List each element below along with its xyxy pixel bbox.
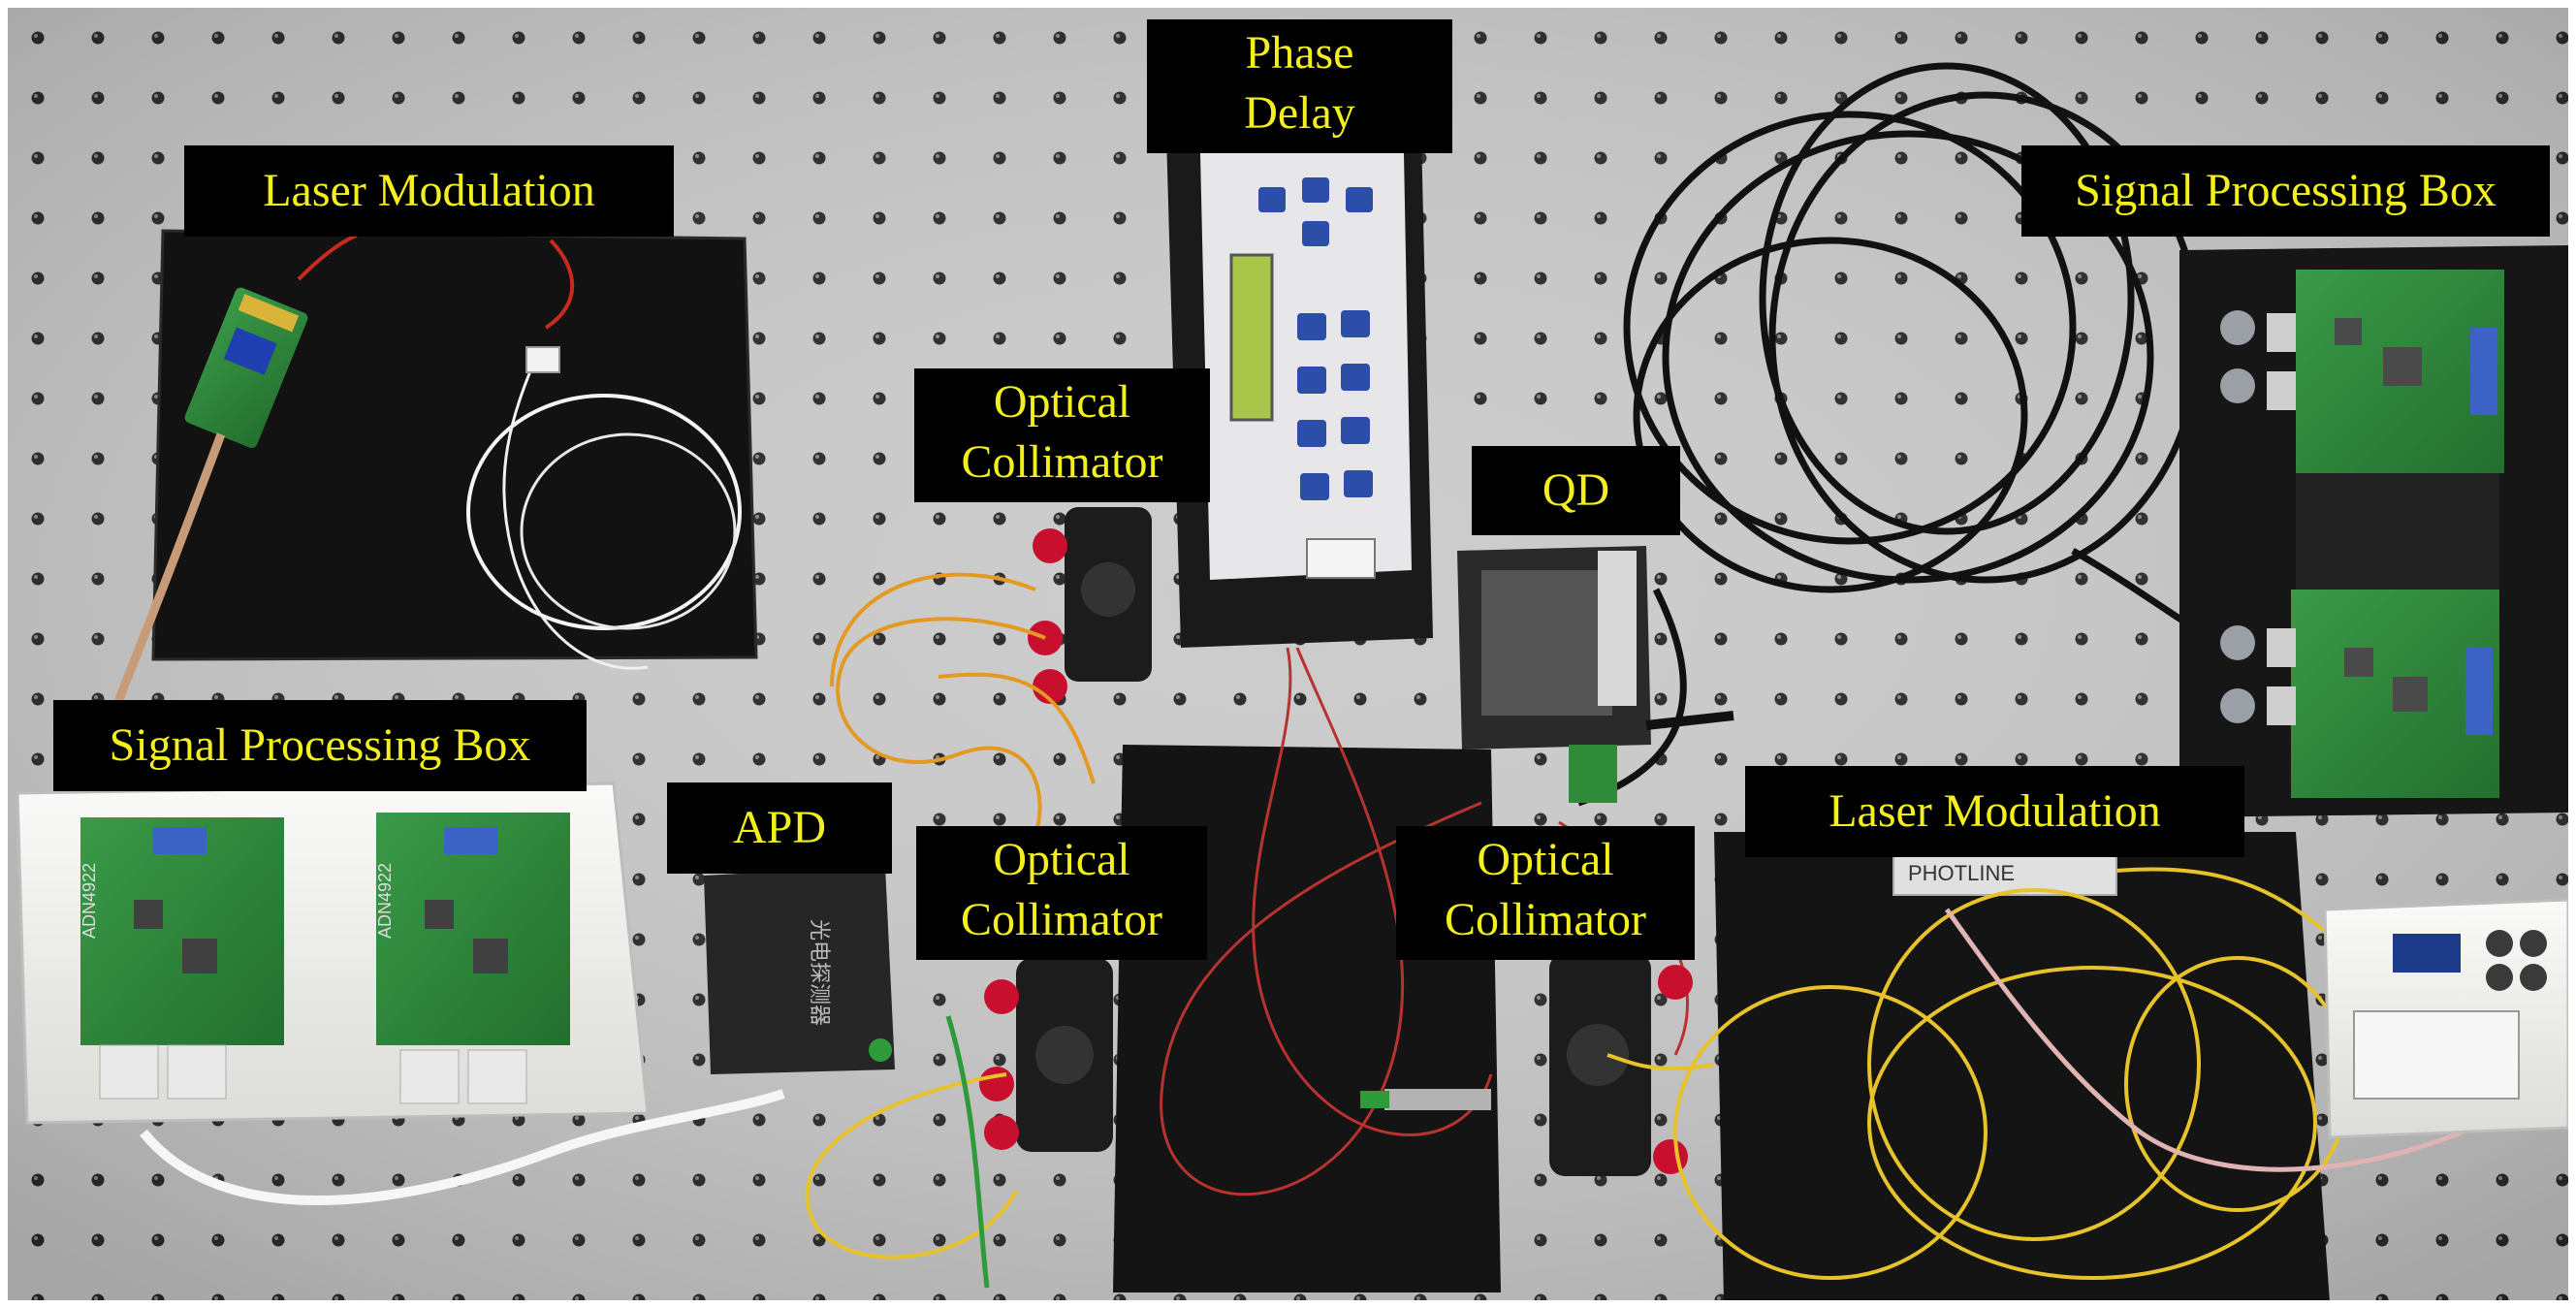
- label-laser-modulation-right: Laser Modulation: [1745, 766, 2244, 857]
- signal-processing-box-left: ADN4922 ADN4922: [16, 782, 650, 1125]
- apd-module: 光电探测器: [704, 866, 895, 1074]
- label-phase-delay-line1: Phase: [1245, 27, 1354, 79]
- optical-collimator-mount-top: [1028, 507, 1152, 704]
- optical-collimator-mount-right: [1360, 953, 1693, 1176]
- label-optical-collimator-mid: Optical Collimator: [916, 826, 1207, 960]
- phase-delay-controller: [1166, 134, 1433, 648]
- svg-text:ADN4922: ADN4922: [375, 863, 395, 939]
- label-laser-modulation-top: Laser Modulation: [184, 145, 674, 237]
- label-phase-delay-line2: Delay: [1244, 87, 1355, 139]
- label-signal-processing-box-left: Signal Processing Box: [53, 700, 587, 791]
- signal-processing-box-top: [2179, 245, 2568, 817]
- laser-modulation-pad-top: [61, 229, 758, 844]
- svg-text:ADN4922: ADN4922: [80, 863, 99, 939]
- qd-detector: [1457, 546, 1734, 803]
- label-qd: QD: [1472, 446, 1680, 535]
- black-cable-coil: [1576, 62, 2230, 807]
- svg-text:PHOTLINE: PHOTLINE: [1908, 861, 2015, 885]
- laser-source-unit: [2323, 898, 2568, 1139]
- laser-modulation-pad-right: PHOTLINE: [1606, 832, 2568, 1300]
- label-apd: APD: [667, 782, 892, 874]
- svg-text:光电探测器: 光电探测器: [808, 919, 832, 1026]
- label-phase-delay: Phase Delay: [1147, 19, 1452, 153]
- label-optical-collimator-top: Optical Collimator: [914, 368, 1210, 502]
- label-signal-processing-box-top: Signal Processing Box: [2021, 145, 2550, 237]
- label-optical-collimator-right: Optical Collimator: [1396, 826, 1695, 960]
